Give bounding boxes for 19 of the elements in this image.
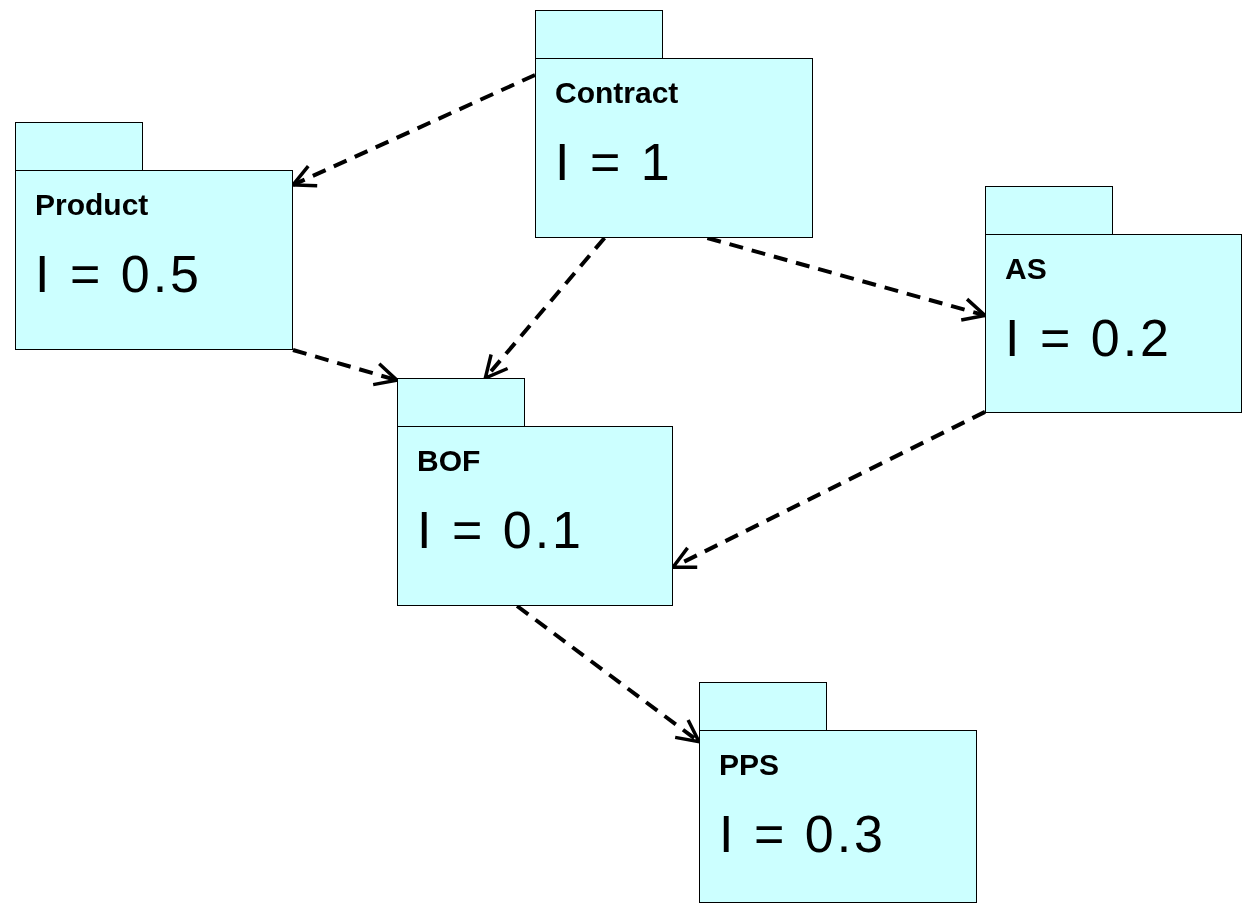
- package-name: Product: [35, 187, 150, 223]
- instability-value: I = 0.3: [719, 807, 887, 860]
- package-box: [535, 10, 813, 238]
- dashed-arrow: [706, 236, 987, 322]
- package-box: [15, 122, 293, 350]
- dashed-arrow: [515, 604, 701, 744]
- dashed-arrow: [483, 236, 607, 380]
- package-name: BOF: [417, 443, 482, 479]
- package-name: AS: [1005, 251, 1048, 287]
- instability-value: I = 1: [555, 135, 674, 188]
- package-box: [699, 682, 977, 903]
- package-box: [985, 186, 1242, 413]
- package-name: PPS: [719, 747, 781, 783]
- instability-value: I = 0.5: [35, 247, 203, 300]
- dashed-arrow: [292, 348, 399, 387]
- package-box: [397, 378, 673, 606]
- instability-value: I = 0.2: [1005, 311, 1173, 364]
- instability-value: I = 0.1: [417, 503, 585, 556]
- package-name: Contract: [555, 75, 680, 111]
